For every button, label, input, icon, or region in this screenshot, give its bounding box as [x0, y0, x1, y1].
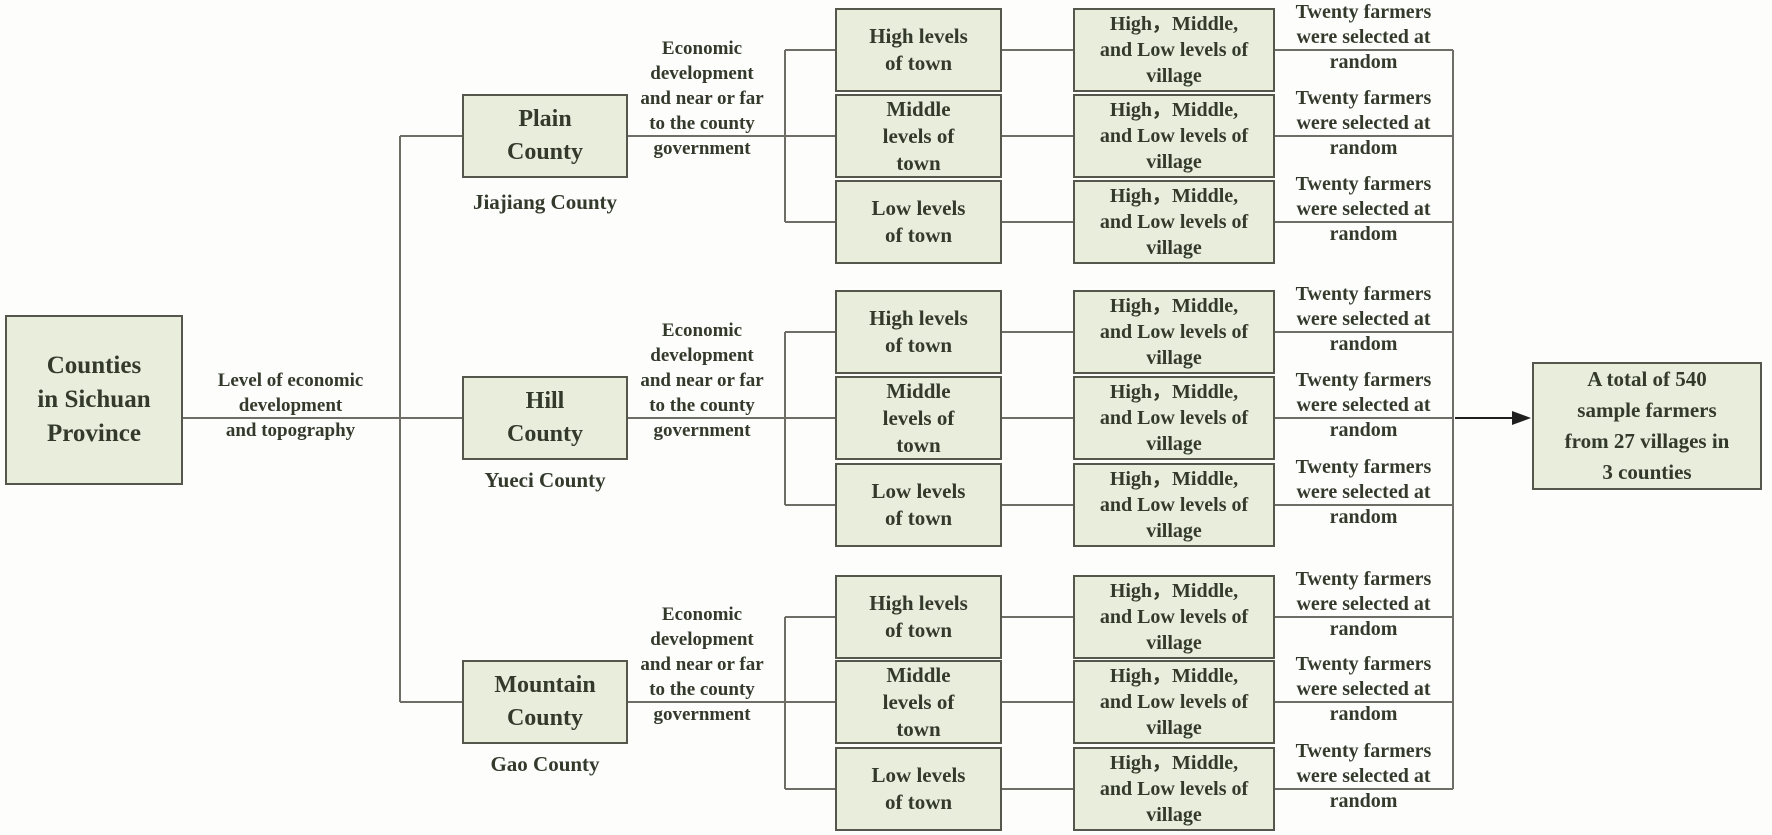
- label-gao-county: Gao County: [490, 752, 600, 776]
- node-total-sample: A total of 540 sample farmers from 27 vi…: [1532, 362, 1762, 490]
- node-villages-hill-middle: High，Middle, and Low levels of village: [1073, 376, 1275, 460]
- label-twenty-farmers-8: Twenty farmers were selected at random: [1295, 653, 1432, 725]
- node-town-middle-plain: Middle levels of town: [835, 94, 1002, 178]
- node-villages-hill-low: High，Middle, and Low levels of village: [1073, 463, 1275, 547]
- node-villages-plain-middle: High，Middle, and Low levels of village: [1073, 94, 1275, 178]
- label-twenty-farmers-4: Twenty farmers were selected at random: [1295, 283, 1432, 355]
- node-villages-mountain-high: High，Middle, and Low levels of village: [1073, 575, 1275, 659]
- edge-label-economic-development-plain: Economic development and near or far to …: [640, 38, 764, 159]
- node-town-middle-hill: Middle levels of town: [835, 376, 1002, 460]
- label-twenty-farmers-5: Twenty farmers were selected at random: [1295, 369, 1432, 441]
- node-town-high-plain: High levels of town: [835, 8, 1002, 92]
- node-county-plain: Plain County: [462, 94, 628, 178]
- label-yueci-county: Yueci County: [484, 468, 606, 492]
- label-twenty-farmers-6: Twenty farmers were selected at random: [1295, 456, 1432, 528]
- label-twenty-farmers-2: Twenty farmers were selected at random: [1295, 87, 1432, 159]
- result-arrow-head: [1512, 411, 1531, 425]
- node-county-mountain: Mountain County: [462, 660, 628, 744]
- label-twenty-farmers-7: Twenty farmers were selected at random: [1295, 568, 1432, 640]
- node-town-low-mountain: Low levels of town: [835, 747, 1002, 831]
- node-villages-mountain-low: High，Middle, and Low levels of village: [1073, 747, 1275, 831]
- node-villages-hill-high: High，Middle, and Low levels of village: [1073, 290, 1275, 374]
- node-villages-mountain-middle: High，Middle, and Low levels of village: [1073, 660, 1275, 744]
- node-villages-plain-high: High，Middle, and Low levels of village: [1073, 8, 1275, 92]
- edge-label-economic-topography: Level of economic development and topogr…: [217, 370, 364, 441]
- node-town-high-mountain: High levels of town: [835, 575, 1002, 659]
- label-twenty-farmers-9: Twenty farmers were selected at random: [1295, 740, 1432, 812]
- node-county-hill: Hill County: [462, 376, 628, 460]
- edge-label-economic-development-mountain: Economic development and near or far to …: [640, 604, 764, 725]
- node-counties-sichuan-province: Counties in Sichuan Province: [5, 315, 183, 485]
- node-town-middle-mountain: Middle levels of town: [835, 660, 1002, 744]
- node-town-high-hill: High levels of town: [835, 290, 1002, 374]
- label-jiajiang-county: Jiajiang County: [472, 190, 618, 214]
- label-twenty-farmers-3: Twenty farmers were selected at random: [1295, 173, 1432, 245]
- edge-label-economic-development-hill: Economic development and near or far to …: [640, 320, 764, 441]
- node-villages-plain-low: High，Middle, and Low levels of village: [1073, 180, 1275, 264]
- node-town-low-plain: Low levels of town: [835, 180, 1002, 264]
- node-town-low-hill: Low levels of town: [835, 463, 1002, 547]
- label-twenty-farmers-1: Twenty farmers were selected at random: [1295, 1, 1432, 73]
- wire-paths: [183, 49, 1454, 790]
